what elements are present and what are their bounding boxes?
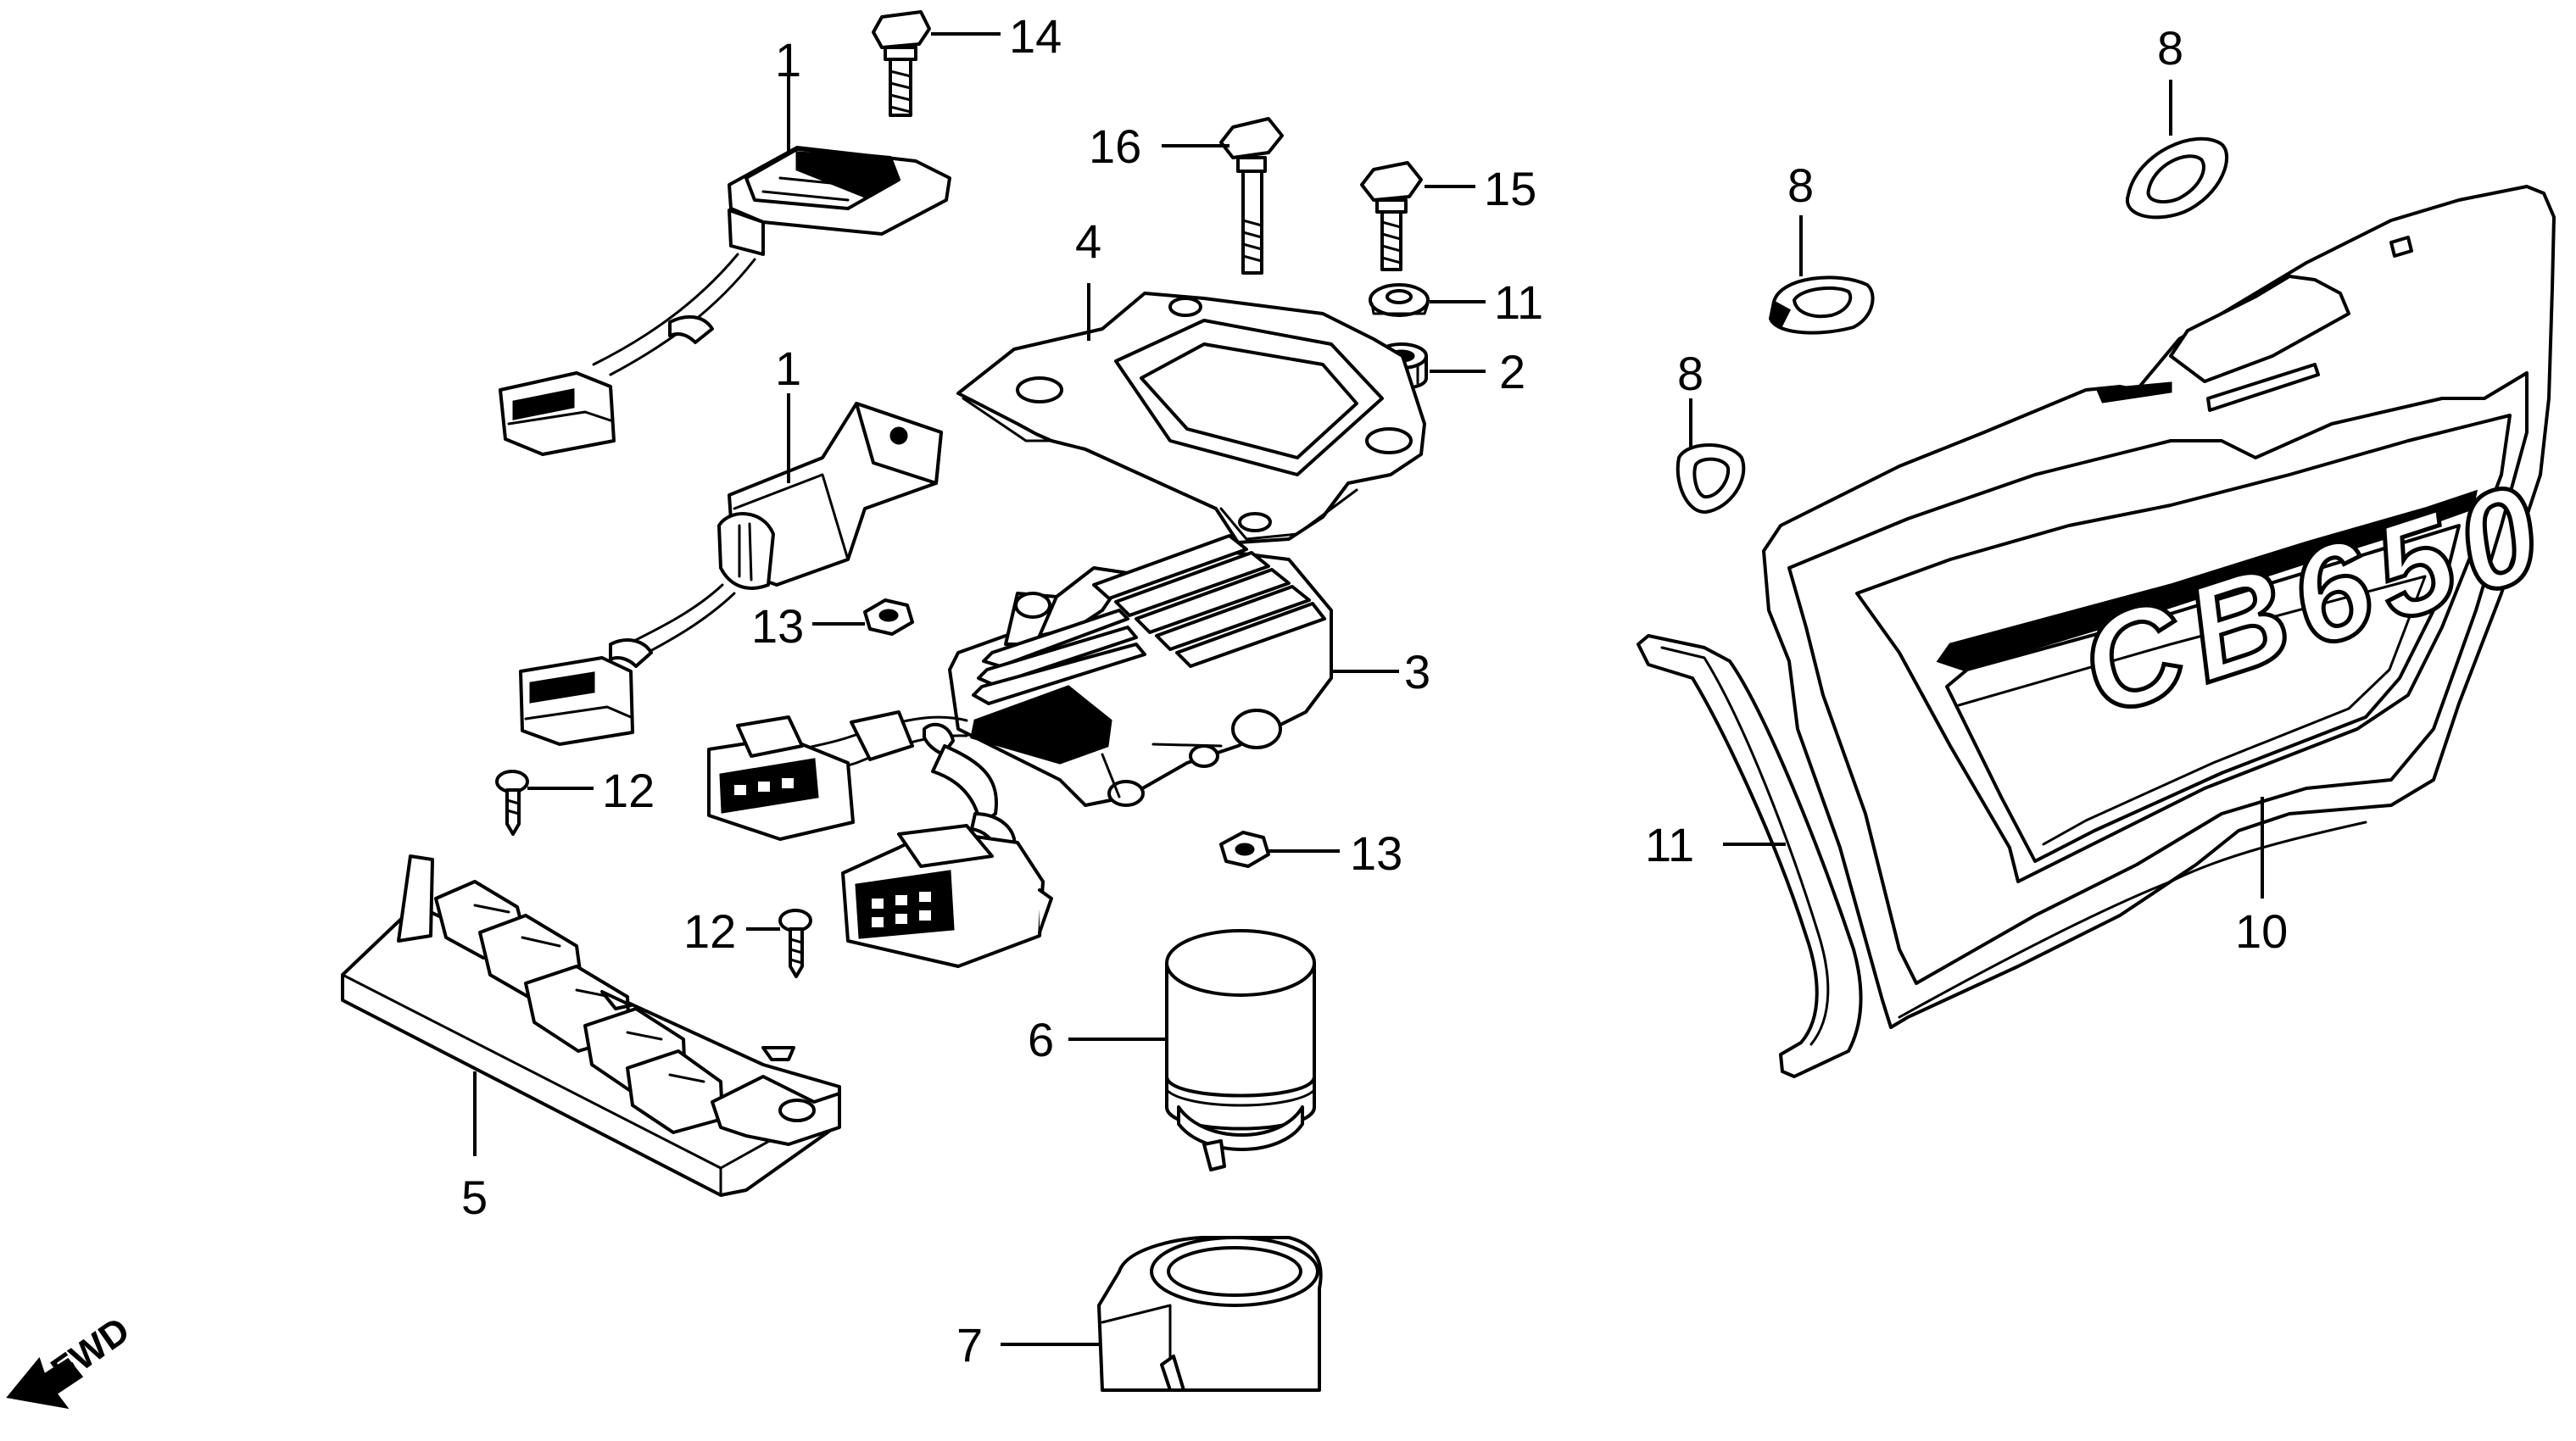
part-13-upper-nut [863,598,914,636]
part-5-terminal-plate [341,854,841,1197]
callout-12-upper: 12 [602,764,655,817]
part-7-mount-band [1097,1236,1323,1392]
callout-8-middle: 8 [1787,159,1814,212]
callout-11-large: 11 [1645,818,1694,871]
part-10-side-cover: CB650 [1762,185,2570,1029]
callout-15: 15 [1484,162,1536,215]
part-15-bolt [1360,161,1423,271]
callout-10: 10 [2235,904,2288,958]
callout-13-lower: 13 [1350,826,1402,880]
callout-16: 16 [1089,120,1141,173]
part-11-trim-strip [1636,634,1863,1078]
callout-6: 6 [1028,1013,1054,1066]
forward-arrow-icon [6,1356,84,1410]
callout-1-lower: 1 [775,342,801,395]
callout-12-lower: 12 [683,904,736,958]
callout-5: 5 [461,1171,488,1224]
part-12-upper-screw [495,770,529,836]
part-3-regulator [948,534,1333,807]
part-13-lower-nut [1219,831,1270,868]
callout-4: 4 [1075,214,1101,268]
part-4-bracket [956,292,1426,544]
callout-3: 3 [1404,645,1430,698]
part-8-grommet-left [1676,443,1746,514]
part-1-upper-unit [499,146,951,456]
part-6-relay [1165,929,1316,1171]
callout-1-upper: 1 [775,33,801,86]
callout-7: 7 [956,1318,983,1371]
part-12-lower-screw [778,909,812,978]
callout-11-small: 11 [1494,275,1543,329]
part-8-grommet-top [2125,136,2229,220]
callout-14: 14 [1009,9,1062,63]
callout-8-top: 8 [2157,21,2183,75]
callout-2: 2 [1499,345,1525,398]
part-1-lower-unit [519,402,943,746]
part-3-wires-connectors [707,710,1053,968]
part-14-bolt [872,10,931,117]
part-16-long-bolt [1219,117,1284,275]
forward-direction-indicator: FWD [6,1310,137,1410]
callout-13-upper: 13 [751,599,804,653]
callout-8-left: 8 [1677,347,1703,400]
part-11-washer [1369,283,1430,317]
part-8-grommet-middle [1769,275,1875,335]
